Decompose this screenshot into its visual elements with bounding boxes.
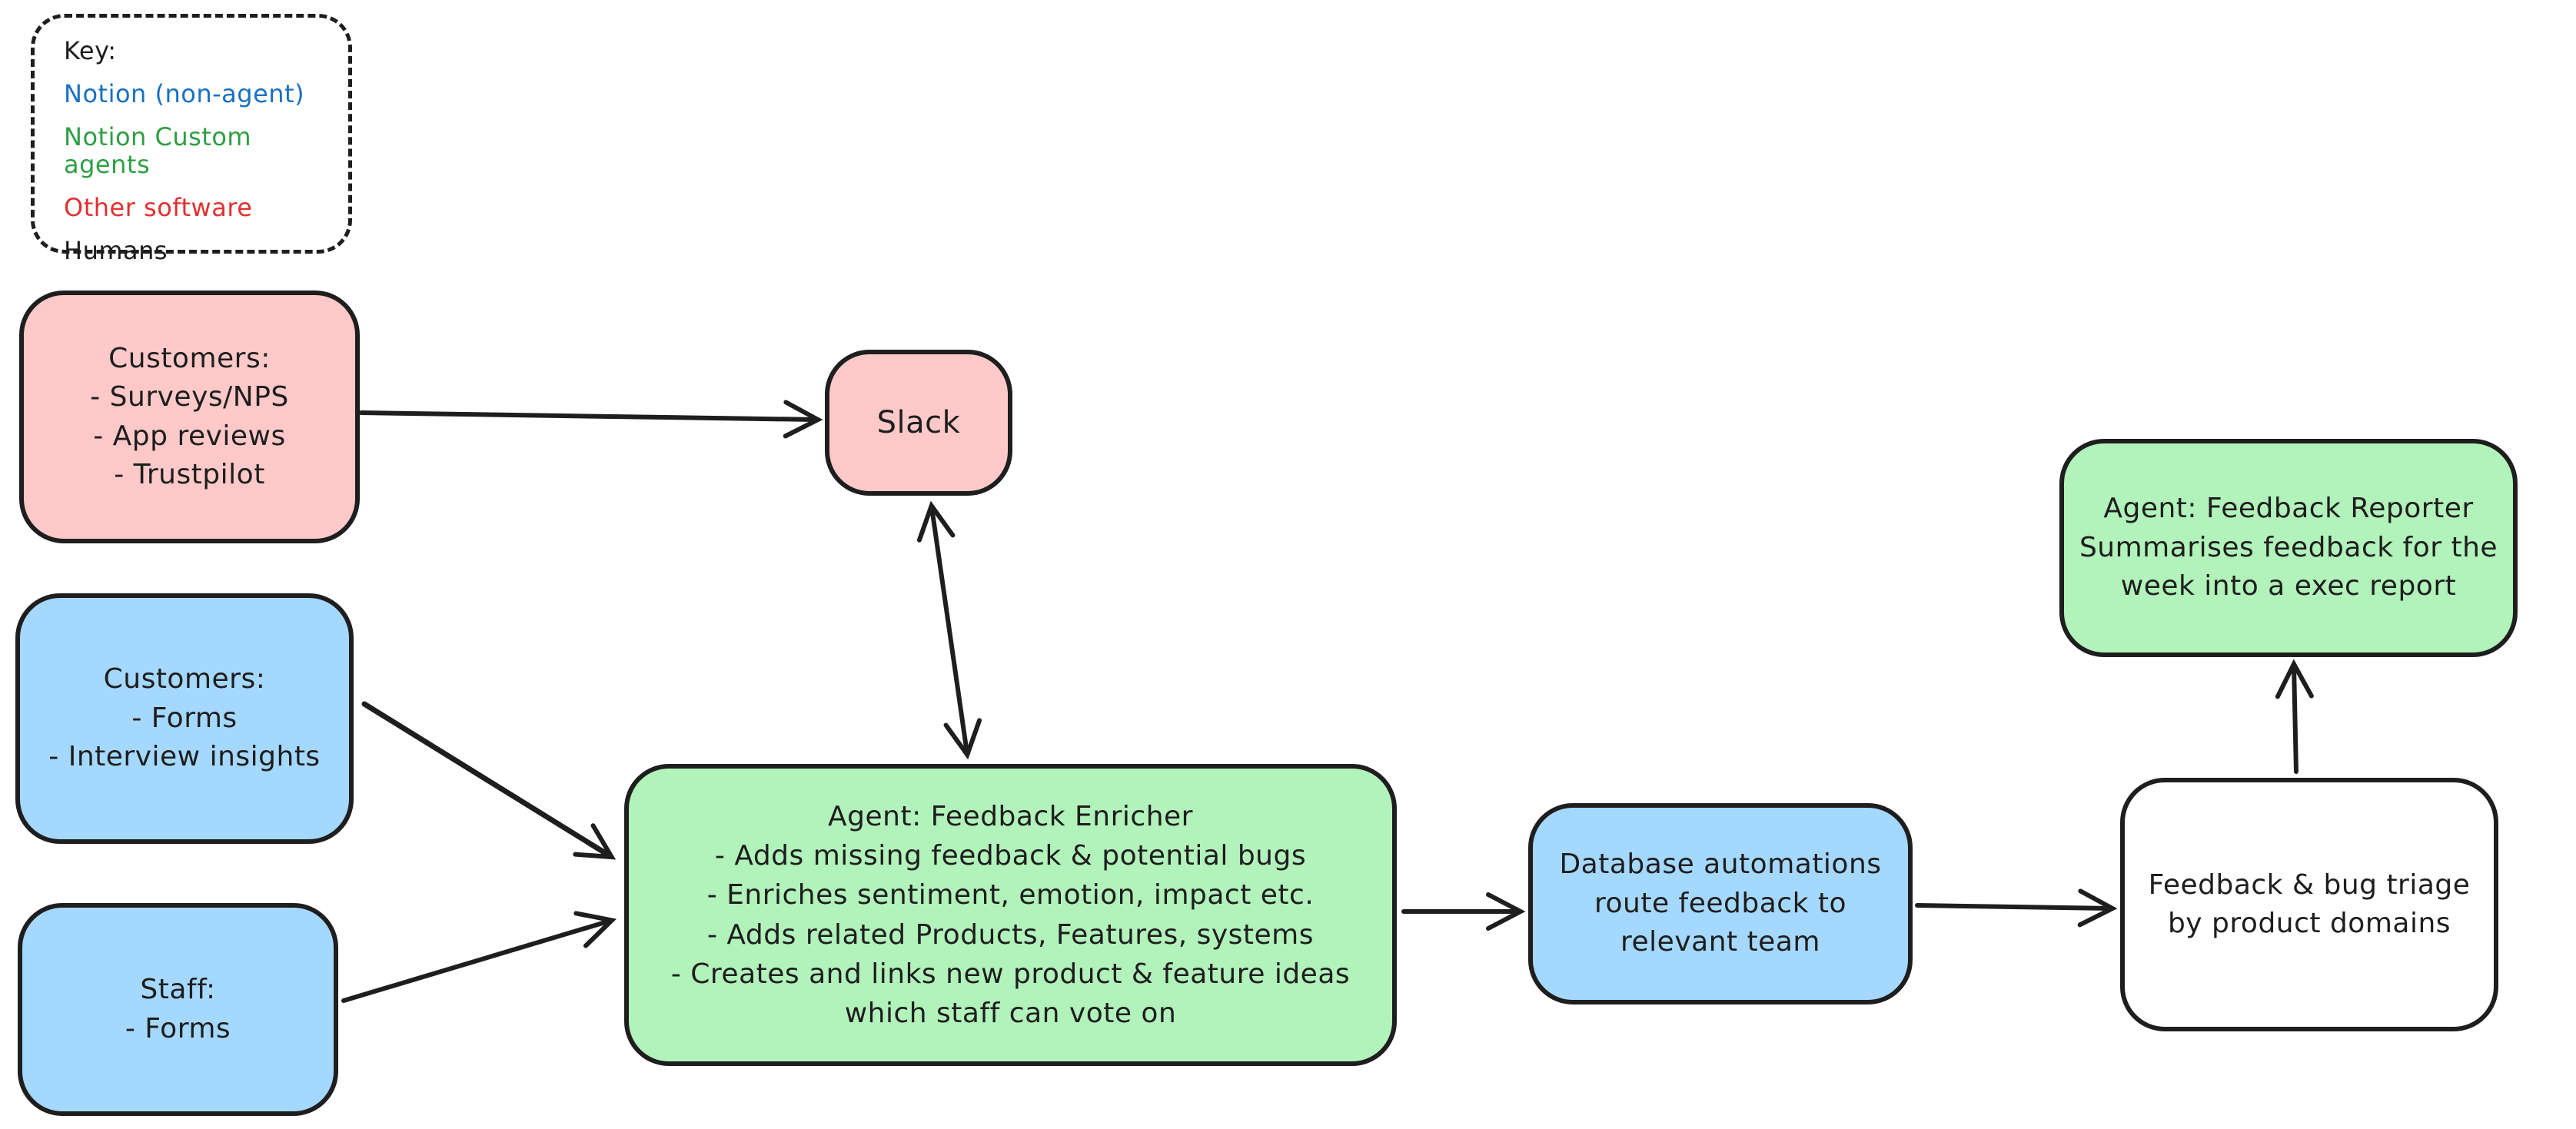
node-line: Customers: [103,663,266,696]
node-customers-notion-sources: Customers: - Forms - Interview insights [15,593,354,844]
node-feedback-bug-triage: Feedback & bug triage by product domains [2120,778,2498,1031]
arrow-database-to-triage [1915,888,2118,928]
arrow-slack-enricher-two-way [916,500,982,760]
node-line: - Creates and links new product & featur… [670,958,1351,990]
arrow-customers-notion-to-enricher [361,701,617,860]
node-slack: Slack [825,350,1012,496]
node-customers-external-sources: Customers: - Surveys/NPS - App reviews -… [19,291,360,543]
node-line: - Surveys/NPS [90,381,289,413]
arrow-customers-external-to-slack [359,400,823,439]
key-item-humans: Humans [64,235,168,265]
key-item-other-software: Other software [64,192,253,222]
node-line: which staff can vote on [844,997,1177,1029]
arrow-triage-to-reporter [2275,659,2314,774]
node-line: Agent: Feedback Enricher [828,801,1193,833]
node-line: - Forms [131,702,238,734]
node-line: Slack [876,405,961,440]
node-line: - Trustpilot [114,458,265,490]
node-line: route feedback to [1594,887,1847,919]
node-line: Summarises feedback for the [2079,531,2498,563]
node-line: Database automations [1559,848,1882,881]
node-line: Feedback & bug triage [2148,868,2471,901]
node-agent-feedback-reporter: Agent: Feedback Reporter Summarises feed… [2059,439,2518,657]
key-item-notion-custom-agents: Notion Custom agents [64,122,252,179]
node-line: by product domains [2167,908,2451,939]
key-item-notion-non-agent: Notion (non-agent) [64,79,305,109]
node-line: - Enriches sentiment, emotion, impact et… [706,879,1315,912]
key-heading: Key: [64,36,117,65]
node-line: Staff: [140,974,216,1006]
node-staff-forms: Staff: - Forms [18,903,338,1116]
key-legend: Key: Notion (non-agent) Notion Custom ag… [31,14,352,264]
node-line: Customers: [108,342,271,374]
node-line: - Interview insights [48,741,321,773]
node-agent-feedback-enricher: Agent: Feedback Enricher - Adds missing … [624,764,1397,1066]
arrow-staff-to-enricher [341,911,617,1003]
node-line: - App reviews [93,420,286,452]
node-line: - Forms [125,1012,231,1044]
node-line: Agent: Feedback Reporter [2103,493,2474,525]
node-line: - Adds related Products, Features, syste… [706,918,1315,951]
node-line: - Adds missing feedback & potential bugs [714,840,1307,872]
node-line: relevant team [1620,926,1820,958]
node-database-automations: Database automations route feedback to r… [1528,803,1913,1004]
node-line: week into a exec report [2120,570,2457,603]
